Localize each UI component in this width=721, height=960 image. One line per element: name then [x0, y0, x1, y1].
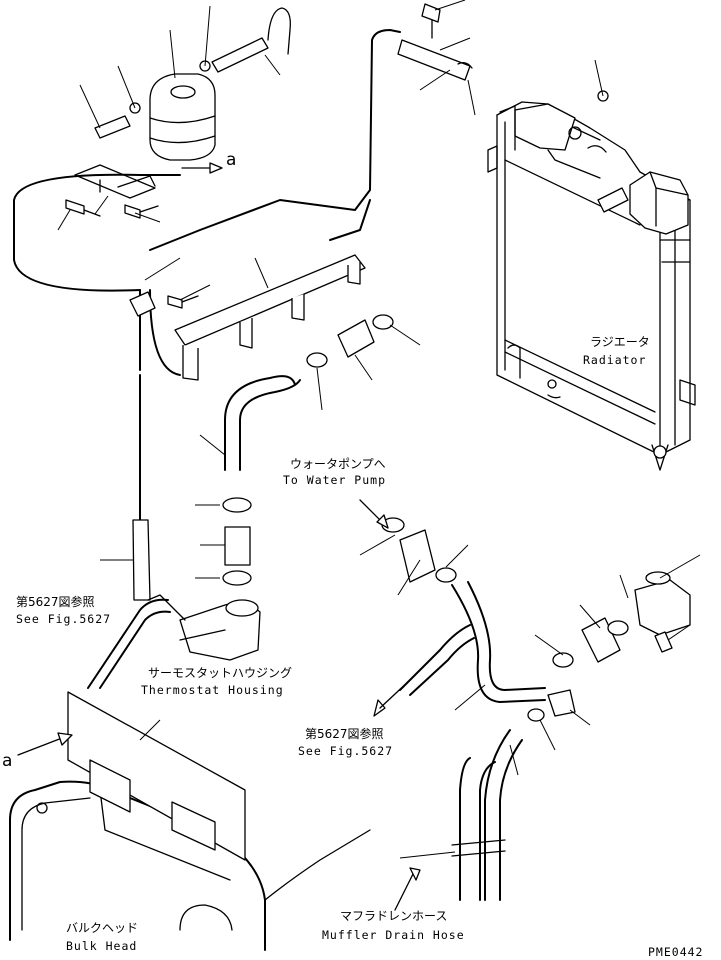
- drain-hose-see-fig: [400, 625, 474, 695]
- bulkhead-label-en: Bulk Head: [66, 939, 137, 953]
- clamp-strip: [130, 255, 365, 380]
- reserve-tank: [150, 74, 215, 160]
- tank-bracket: [75, 165, 155, 198]
- bolt-left: [66, 200, 100, 216]
- tee-fitting: [528, 690, 575, 721]
- water-pump-label-en: To Water Pump: [283, 473, 386, 487]
- drawing-code: PME0442: [648, 945, 703, 959]
- sleeve: [225, 527, 250, 565]
- thermostat-label-en: Thermostat Housing: [141, 683, 284, 697]
- bolt-mid: [125, 205, 158, 218]
- bulkhead-label-jp: バルクヘッド: [66, 921, 138, 935]
- clamp-a: [223, 498, 251, 512]
- ref-label-a-left: a: [2, 751, 12, 771]
- thermostat-housing-part: [148, 595, 260, 660]
- bypass-hose: [88, 600, 170, 688]
- drop-pipe: [133, 520, 150, 600]
- lower-hose: [382, 518, 545, 702]
- water-pump-label-jp: ウォータポンプへ: [290, 457, 386, 471]
- ref-arrow-left: [18, 738, 62, 755]
- leader-lines: [58, 0, 700, 858]
- see-fig-mid-label-jp: 第5627図参照: [305, 726, 384, 741]
- muffler-drain-hose: [452, 730, 522, 900]
- thermostat-label-jp: サーモスタットハウジング: [148, 666, 292, 680]
- bolt-clamp: [168, 296, 198, 308]
- hose-mid: [307, 315, 393, 367]
- see-fig-top-label-en: See Fig.5627: [16, 612, 111, 626]
- muffler-label-en: Muffler Drain Hose: [322, 928, 465, 942]
- elbow-fitting: [553, 572, 690, 667]
- radiator-label-jp: ラジエータ: [590, 335, 650, 349]
- radiator: [488, 102, 695, 470]
- radiator-label-en: Radiator: [583, 353, 646, 367]
- ref-label-a-top: a: [226, 150, 236, 170]
- clamp-b: [223, 571, 251, 585]
- see-fig-top-label-jp: 第5627図参照: [16, 594, 95, 609]
- overflow-hose: [212, 8, 290, 72]
- small-hose-left: [95, 116, 130, 138]
- muffler-label-jp: マフラドレンホース: [340, 909, 447, 923]
- see-fig-mid-label-en: See Fig.5627: [298, 744, 393, 758]
- bent-hose: [225, 376, 300, 470]
- upper-hose: [398, 4, 472, 80]
